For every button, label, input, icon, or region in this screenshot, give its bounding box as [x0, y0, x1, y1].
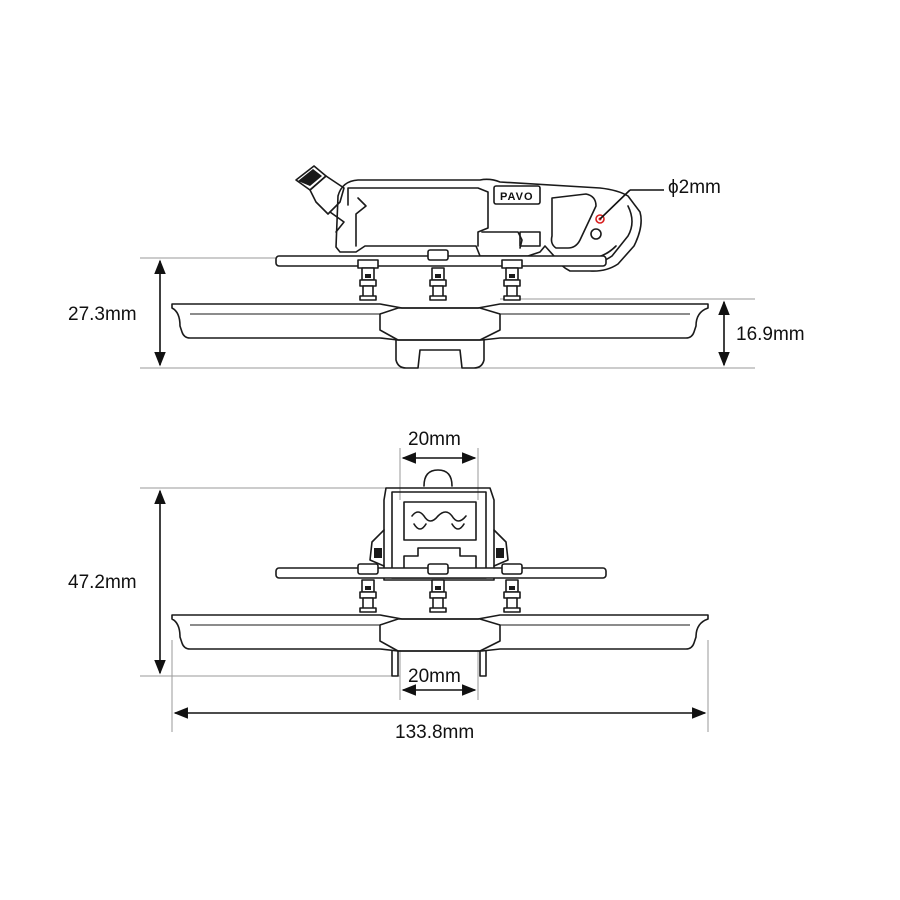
height-total-front-label: 47.2mm	[68, 572, 137, 593]
top-width-label: 20mm	[408, 429, 461, 450]
side-view: PAVO ϕ2mm	[68, 165, 805, 369]
overall-width-label: 133.8mm	[395, 722, 474, 743]
height-total-side-label: 27.3mm	[68, 304, 137, 325]
dimension-height-lower-side: 16.9mm	[718, 300, 805, 367]
duct-side	[171, 303, 709, 341]
standoffs-front	[357, 563, 523, 613]
duct-front	[171, 614, 709, 652]
bottom-plug-side	[395, 339, 485, 369]
brand-label: PAVO	[500, 191, 534, 203]
dimension-height-total-front: 47.2mm	[68, 489, 166, 675]
dimension-height-total-side: 27.3mm	[68, 259, 166, 367]
standoffs-side	[357, 249, 523, 301]
bottom-width-label: 20mm	[408, 666, 461, 687]
dimension-bottom-width: 20mm	[401, 666, 477, 696]
hole-diameter-label: ϕ2mm	[668, 177, 721, 198]
height-lower-side-label: 16.9mm	[736, 324, 805, 345]
dimension-top-width: 20mm	[401, 429, 477, 464]
hole-callout: ϕ2mm	[599, 177, 721, 220]
front-view: 47.2mm 20mm 20mm 133.8mm	[68, 429, 709, 743]
bottom-plug-front	[391, 650, 487, 677]
dimension-overall-width: 133.8mm	[173, 707, 707, 743]
